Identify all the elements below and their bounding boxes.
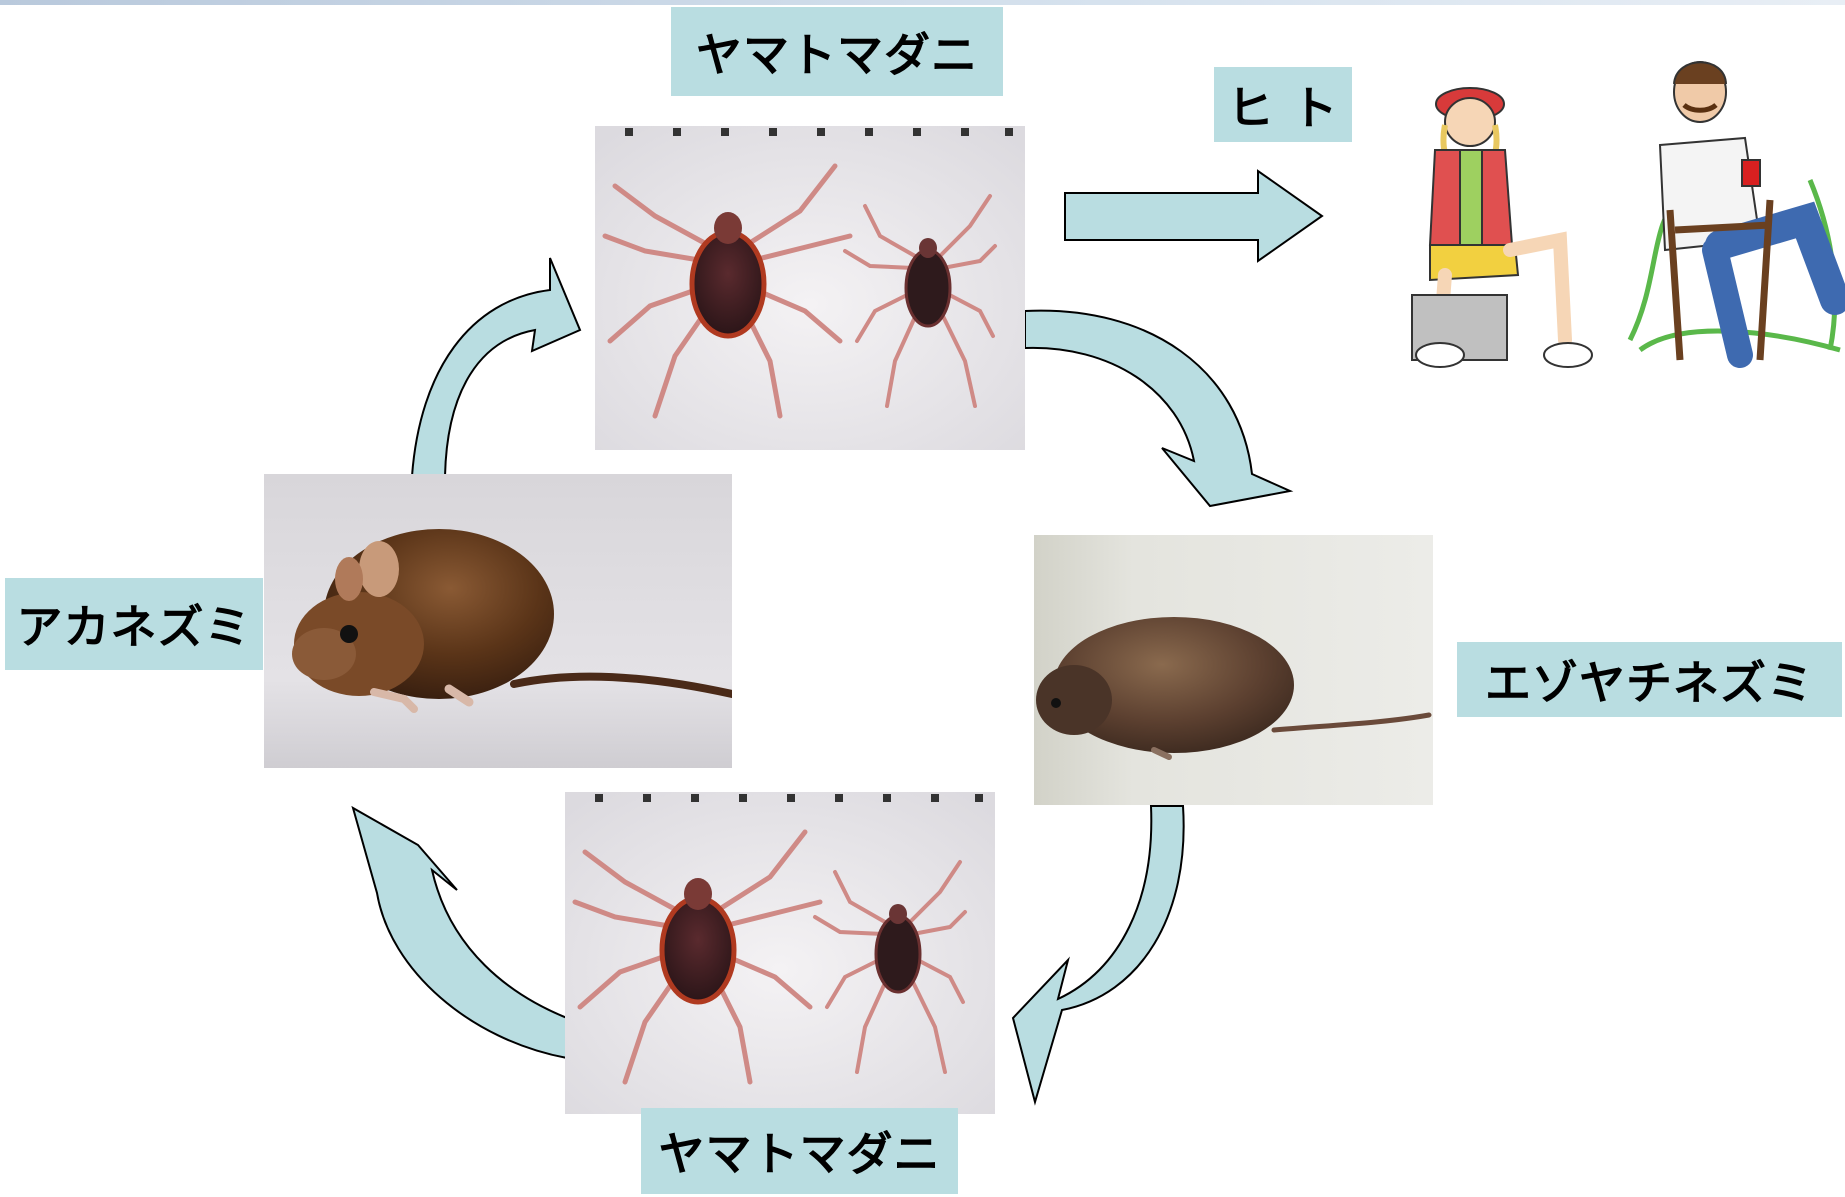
arrow-tick-to-mouse xyxy=(353,808,567,1058)
human-illustration-man xyxy=(1620,50,1845,375)
arrow-tick-to-human xyxy=(1065,171,1322,261)
label-ezoyachinezumi: エゾヤチネズミ xyxy=(1457,642,1842,717)
tick-photo-top xyxy=(595,126,1025,450)
akanezumi-photo xyxy=(264,474,732,768)
label-human: ヒ ト xyxy=(1214,67,1352,142)
label-akanezumi: アカネズミ xyxy=(5,578,263,670)
arrow-mouse-to-tick xyxy=(412,258,580,476)
label-tick-top: ヤマトマダニ xyxy=(671,7,1003,96)
arrow-tick-to-vole xyxy=(1025,311,1290,506)
arrow-vole-to-tick xyxy=(1013,806,1184,1102)
label-tick-bottom: ヤマトマダニ xyxy=(641,1108,958,1194)
ezoyachinezumi-photo xyxy=(1034,535,1433,805)
tick-photo-bottom xyxy=(565,792,995,1114)
human-illustration-girl xyxy=(1400,70,1600,375)
